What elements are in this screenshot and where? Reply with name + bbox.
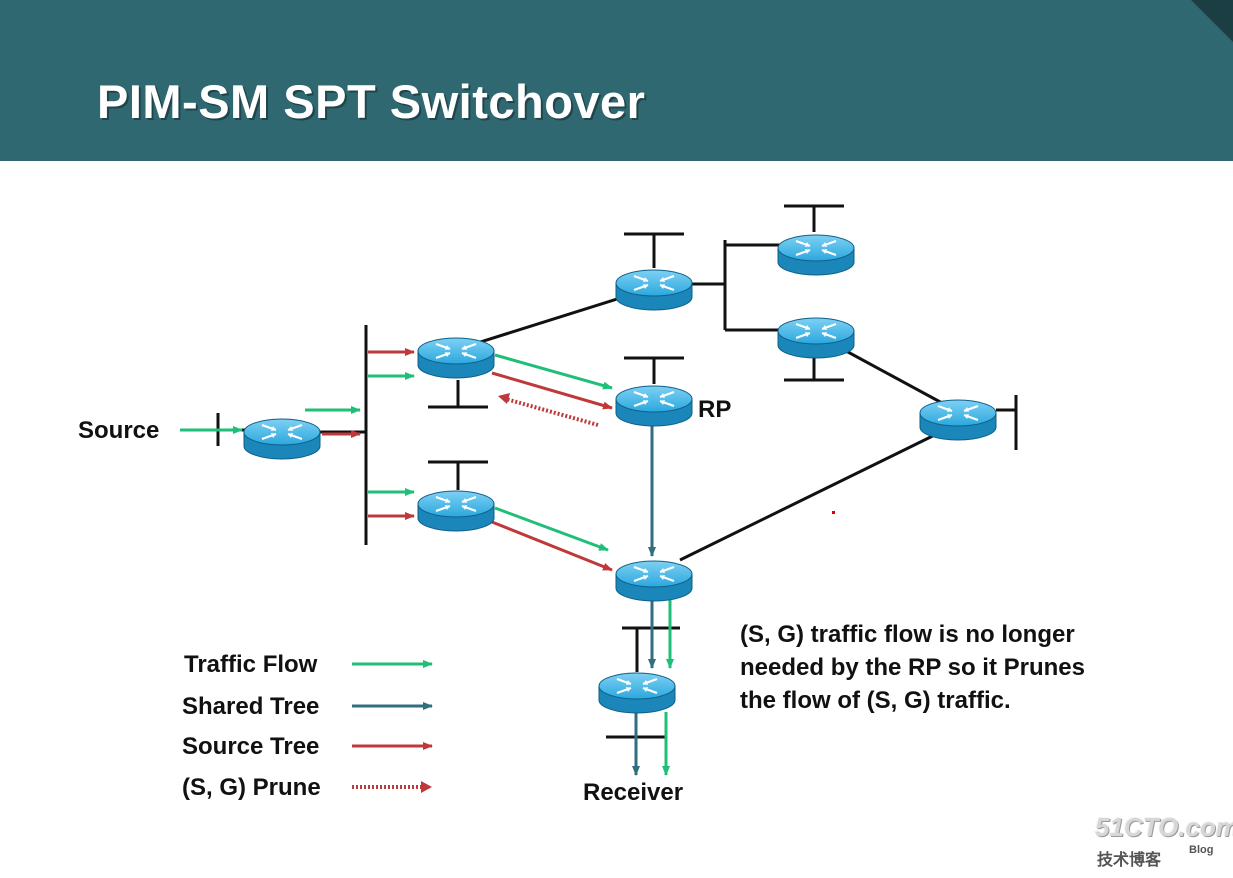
network-links — [216, 204, 1018, 739]
note-line: the flow of (S, G) traffic. — [740, 687, 1011, 714]
slide-title: PIM-SM SPT Switchover — [97, 75, 646, 128]
router-far-right — [918, 398, 998, 442]
stray-red-dot — [832, 511, 835, 514]
title-bar: PIM-SM SPT Switchover — [0, 0, 1233, 161]
router-lower-left — [416, 489, 496, 533]
legend-prune-label: (S, G) Prune — [182, 774, 321, 801]
network-diagram — [180, 204, 1018, 793]
shared-tree-arrows — [632, 425, 656, 776]
link-farright-bottom — [679, 423, 956, 562]
rp-label: RP — [698, 396, 732, 423]
router-top-right-upper — [776, 233, 856, 277]
traffic-flow-arrows — [180, 353, 674, 776]
router-rp — [614, 384, 694, 428]
router-source — [242, 417, 322, 461]
router-upper-left — [416, 336, 496, 380]
source-label: Source — [78, 417, 160, 444]
legend-arrows — [352, 660, 433, 793]
router-receiver — [597, 671, 677, 715]
title-corner-decoration — [1191, 0, 1233, 42]
legend-prune-swatch — [352, 781, 432, 793]
explanation-note: (S, G) traffic flow is no longer needed … — [740, 618, 1160, 717]
router-top-right-lower — [776, 316, 856, 360]
watermark-subtitle: 技术博客 — [1097, 852, 1162, 869]
legend-shared-tree-label: Shared Tree — [182, 693, 320, 720]
prune-arrow — [498, 393, 599, 427]
router-bottom-center — [614, 559, 694, 603]
note-line: needed by the RP so it Prunes — [740, 654, 1085, 681]
watermark-blog: Blog — [1189, 844, 1214, 856]
legend-source-tree-label: Source Tree — [182, 733, 320, 760]
source-tree-arrows — [322, 348, 613, 572]
receiver-label: Receiver — [583, 779, 684, 806]
link-topright-farright — [834, 343, 956, 412]
legend-traffic-flow-label: Traffic Flow — [184, 651, 318, 678]
router-top-center — [614, 268, 694, 312]
note-line: (S, G) traffic flow is no longer — [740, 621, 1075, 648]
watermark-logo: 51CTO.com — [1095, 812, 1233, 842]
watermark: 51CTO.com 技术博客 Blog — [1095, 812, 1233, 872]
